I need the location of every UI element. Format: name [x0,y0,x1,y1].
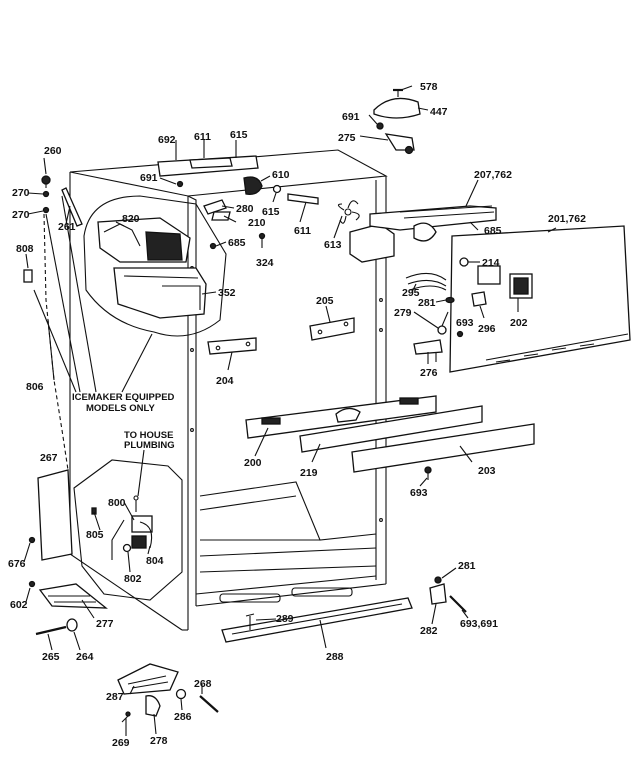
part-labels: 578 447 691 275 692 611 615 691 610 615 … [8,81,586,749]
label-685: 685 [484,225,502,237]
label-808: 808 [16,243,34,255]
icemaker-assembly [23,175,227,471]
top-bracket-parts [157,155,319,250]
label-264: 264 [76,651,94,663]
label-202: 202 [510,317,528,329]
label-806: 806 [26,381,44,393]
label-693: 693 [410,487,428,499]
label-447: 447 [430,106,448,118]
control-panel [405,225,631,373]
label-800: 800 [108,497,126,509]
label-203: 203 [478,465,496,477]
label-676: 676 [8,558,26,570]
label-279: 279 [394,307,412,319]
label-201-762: 201,762 [548,213,586,225]
label-214: 214 [482,257,500,269]
label-685: 685 [228,237,246,249]
label-611: 611 [194,131,211,143]
leader-lines [23,85,557,736]
label-692: 692 [158,134,176,146]
label-805: 805 [86,529,104,541]
label-693: 693 [456,317,474,329]
label-270: 270 [12,187,30,199]
label-277: 277 [96,618,114,630]
label-275: 275 [338,132,356,144]
label-295: 295 [402,287,420,299]
label-281: 281 [458,560,476,572]
label-281: 281 [418,297,436,309]
label-611: 611 [294,225,311,237]
label-352: 352 [218,287,236,299]
bottom-parts [28,576,467,723]
plumbing-note-line2: PLUMBING [124,440,175,451]
label-691: 691 [140,172,158,184]
label-269: 269 [112,737,130,749]
label-265: 265 [42,651,60,663]
label-610: 610 [272,169,290,181]
label-280: 280 [236,203,254,215]
label-804: 804 [146,555,164,567]
label-286: 286 [174,711,192,723]
label-693-691: 693,691 [460,618,498,630]
label-207-762: 207,762 [474,169,512,181]
label-289: 289 [276,613,294,625]
label-278: 278 [150,735,168,747]
fan-motor-assembly [337,200,497,263]
label-287: 287 [106,691,124,703]
label-613: 613 [324,239,342,251]
diagram-notes: ICEMAKER EQUIPPED MODELS ONLY TO HOUSE P… [72,392,175,451]
label-282: 282 [420,625,438,637]
label-268: 268 [194,678,212,690]
icemaker-note-line2: MODELS ONLY [86,403,155,414]
label-802: 802 [124,573,142,585]
label-691: 691 [342,111,360,123]
label-602: 602 [10,599,28,611]
label-210: 210 [248,217,266,229]
label-205: 205 [316,295,334,307]
label-820: 820 [122,213,140,225]
top-hinge-parts [373,88,421,155]
label-578: 578 [420,81,438,93]
label-261: 261 [58,221,76,233]
label-204: 204 [216,375,234,387]
label-276: 276 [420,367,438,379]
water-valve-assembly [28,459,183,601]
label-615: 615 [262,206,280,218]
label-200: 200 [244,457,262,469]
label-267: 267 [40,452,58,464]
label-615: 615 [230,129,248,141]
label-260: 260 [44,145,62,157]
label-270: 270 [12,209,30,221]
label-324: 324 [256,257,274,269]
label-219: 219 [300,467,318,479]
label-288: 288 [326,651,344,663]
label-296: 296 [478,323,496,335]
icemaker-note-line1: ICEMAKER EQUIPPED [72,392,175,403]
plumbing-note-line1: TO HOUSE [124,430,173,441]
rails-and-brackets [207,317,535,480]
